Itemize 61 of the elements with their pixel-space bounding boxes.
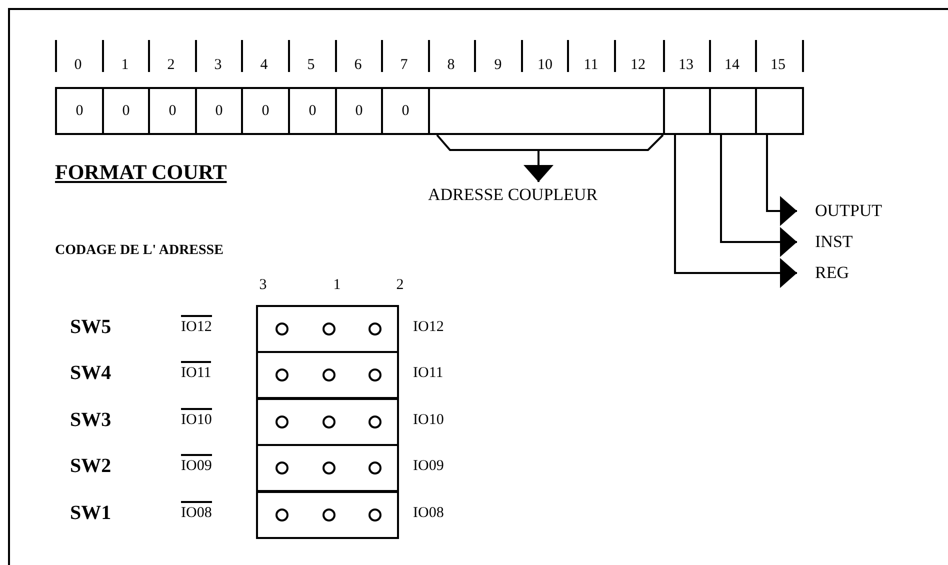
signal-label: IO11	[181, 361, 212, 381]
bit-number: 11	[584, 58, 598, 73]
bit-number: 1	[121, 58, 129, 73]
bit-number: 6	[354, 58, 362, 73]
jumper-row	[256, 305, 399, 353]
bit-cell: 0	[288, 87, 337, 135]
switch-label: SW5	[70, 317, 112, 337]
bit-cell: 0	[55, 87, 104, 135]
jumper-row	[256, 491, 399, 539]
bit-number: 9	[494, 58, 502, 73]
bit-cell: 0	[381, 87, 430, 135]
bit-field-box	[755, 87, 804, 135]
switch-label: SW1	[70, 503, 112, 523]
switch-label: SW4	[70, 363, 112, 383]
signal-label: IO12	[181, 315, 212, 335]
bit-number: 10	[538, 58, 552, 73]
bit-field-box	[663, 87, 711, 135]
bit-number: 15	[770, 58, 786, 73]
signal-label: IO10	[413, 413, 444, 428]
section-heading: CODAGE DE L' ADRESSE	[55, 244, 224, 258]
bit-number: 0	[74, 58, 82, 73]
bracket-arrow	[436, 134, 664, 183]
bit-number: 14	[724, 58, 740, 73]
bit-number: 12	[630, 58, 646, 73]
signal-label: IO12	[413, 320, 444, 335]
jumper-row	[256, 398, 399, 446]
arrow	[766, 135, 797, 226]
bit-number: 8	[447, 58, 455, 73]
pin-number: 3	[259, 278, 267, 293]
jumper-row	[256, 444, 399, 492]
bit-number: 7	[400, 58, 408, 73]
bit-field-box	[709, 87, 757, 135]
signal-label: IO11	[413, 366, 444, 381]
bit-number: 2	[167, 58, 175, 73]
bit-number: 3	[214, 58, 222, 73]
bit-cell: 0	[335, 87, 383, 135]
signal-label: IO09	[181, 454, 212, 474]
signal-label: ADRESSE COUPLEUR	[428, 182, 638, 208]
arrow	[720, 135, 797, 257]
signal-label: IO10	[181, 408, 212, 428]
signal-label: REG	[797, 260, 907, 286]
bit-cell: 0	[195, 87, 243, 135]
pin-number: 2	[396, 278, 404, 293]
bit-number: 13	[678, 58, 694, 73]
signal-label: OUTPUT	[797, 198, 907, 224]
jumper-row	[256, 351, 399, 399]
arrow	[674, 135, 797, 288]
bit-cell: 0	[102, 87, 150, 135]
pin-number: 1	[333, 278, 341, 293]
switch-label: SW3	[70, 410, 112, 430]
signal-label: IO08	[413, 506, 444, 521]
bit-number: 5	[307, 58, 315, 73]
signal-label: IO09	[413, 459, 444, 474]
bit-field-box	[428, 87, 665, 135]
signal-label: IO08	[181, 501, 212, 521]
bit-cell: 0	[241, 87, 290, 135]
signal-label: INST	[797, 229, 907, 255]
bit-cell: 0	[148, 87, 197, 135]
bit-number: 4	[260, 58, 268, 73]
switch-label: SW2	[70, 456, 112, 476]
section-heading: FORMAT COURT	[55, 162, 227, 183]
